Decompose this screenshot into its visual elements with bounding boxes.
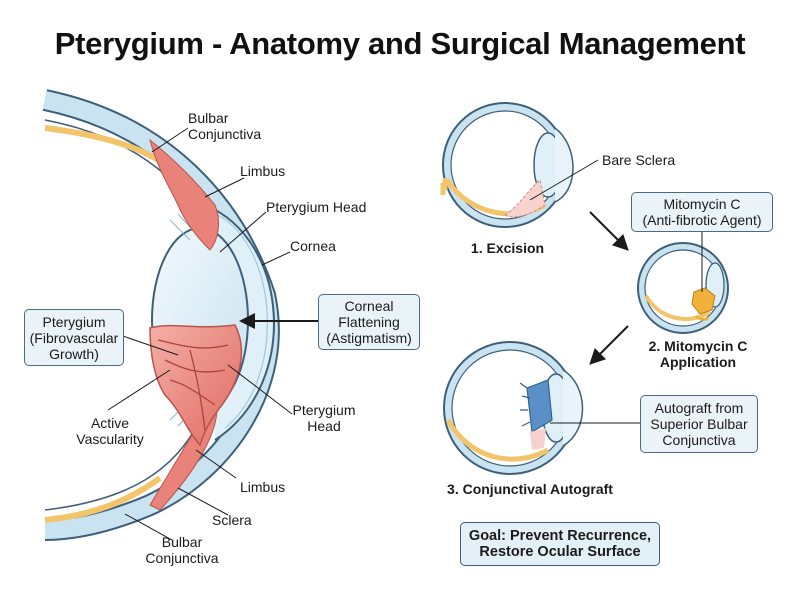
goal-callout: Goal: Prevent Recurrence,Restore Ocular … <box>460 522 660 566</box>
limbus-top-label: Limbus <box>240 163 286 179</box>
step3-label: 3. Conjunctival Autograft <box>447 481 613 497</box>
cornea-label: Cornea <box>290 238 336 254</box>
limbus-bottom-label: Limbus <box>240 479 286 495</box>
page-title: Pterygium - Anatomy and Surgical Managem… <box>54 26 746 61</box>
pterygium-head-top-label: Pterygium Head <box>266 199 367 215</box>
step-arrow <box>589 325 629 365</box>
mitomycin-eye <box>637 242 729 334</box>
bare-sclera-label: Bare Sclera <box>602 152 676 168</box>
excision-eye <box>440 102 574 228</box>
autograft-eye <box>443 341 584 475</box>
sclera-label: Sclera <box>212 512 252 528</box>
mitomycin-callout: Mitomycin C(Anti-fibrotic Agent) <box>631 192 773 232</box>
step1-label: 1. Excision <box>470 240 545 256</box>
leader-lines <box>107 127 703 541</box>
step-arrow <box>589 211 629 251</box>
anatomy-eye <box>42 89 280 541</box>
